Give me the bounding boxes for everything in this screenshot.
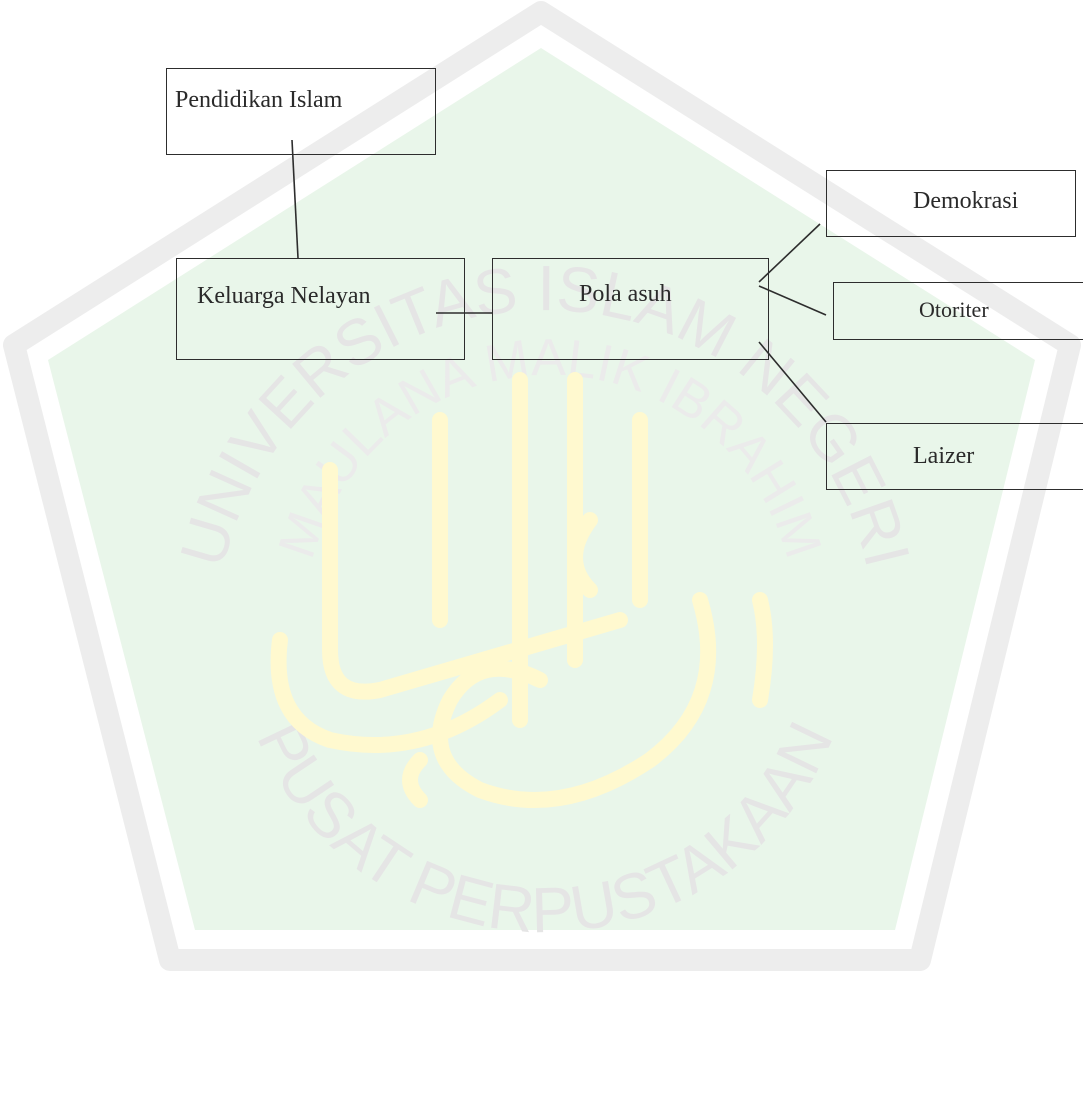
node-pola-asuh-label: Pola asuh (579, 281, 672, 307)
node-otoriter: Otoriter (833, 282, 1083, 340)
node-pendidikan-islam: Pendidikan Islam (166, 68, 436, 155)
node-pendidikan-islam-label: Pendidikan Islam (175, 87, 343, 113)
watermark-shield-outline (3, 1, 1081, 971)
connector-pola-to-demokrasi (758, 223, 821, 283)
connector-pola-to-otoriter (758, 285, 827, 316)
node-keluarga-nelayan-label: Keluarga Nelayan (197, 283, 371, 309)
connector-pola-to-laizer (758, 341, 827, 423)
node-laizer: Laizer (826, 423, 1083, 490)
node-demokrasi-label: Demokrasi (913, 188, 1019, 214)
node-demokrasi: Demokrasi (826, 170, 1076, 237)
watermark-calligraphy-emblem (270, 372, 773, 808)
node-pola-asuh: Pola asuh (492, 258, 769, 360)
connector-pendidikan-to-keluarga (291, 139, 299, 259)
node-otoriter-label: Otoriter (919, 297, 989, 322)
node-keluarga-nelayan: Keluarga Nelayan (176, 258, 465, 360)
node-laizer-label: Laizer (913, 443, 975, 469)
